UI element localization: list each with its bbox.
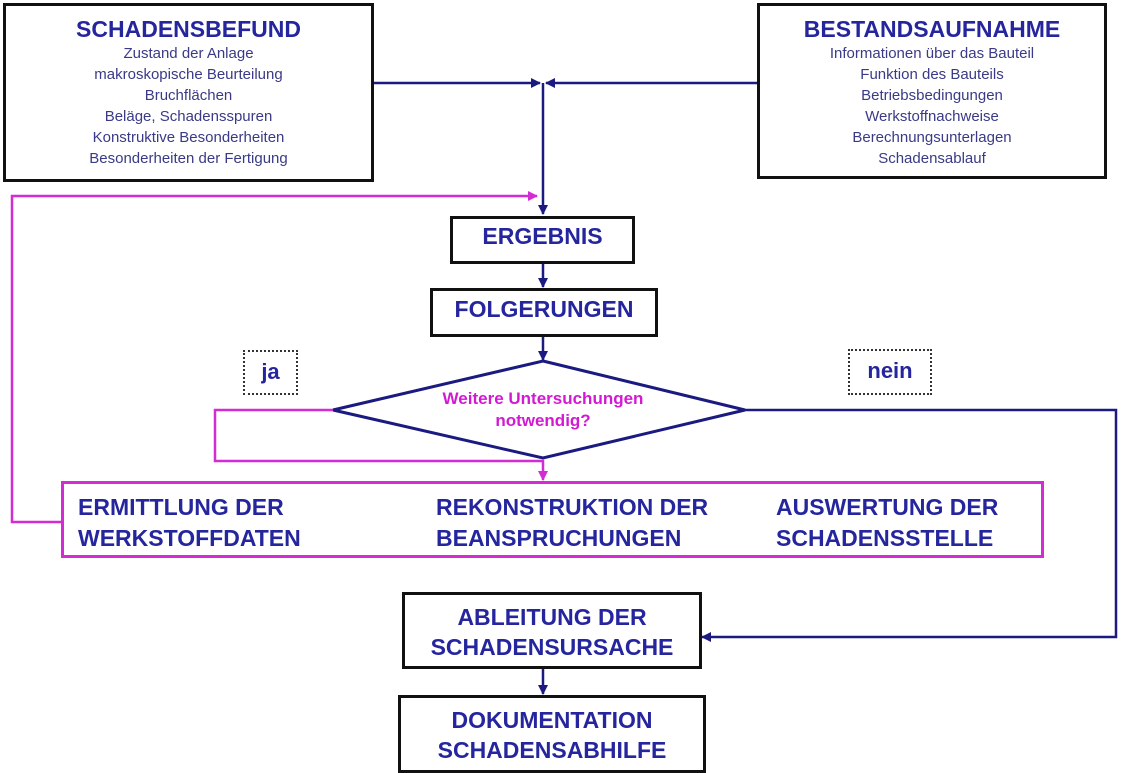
schadensbefund-item: Bruchflächen <box>144 87 233 104</box>
investigation-schadensstelle: AUSWERTUNG DER SCHADENSSTELLE <box>776 492 998 554</box>
decision-line-1: Weitere Untersuchungen <box>442 389 644 408</box>
bestandsaufnahme-item: Schadensablauf <box>878 150 986 167</box>
dokumentation-line-2: SCHADENSABHILFE <box>437 737 667 763</box>
bestandsaufnahme-item: Funktion des Bauteils <box>860 66 1004 83</box>
bestandsaufnahme-box: BESTANDSAUFNAHME Informationen über das … <box>757 3 1107 179</box>
bestandsaufnahme-title: BESTANDSAUFNAHME <box>803 16 1061 42</box>
schadensbefund-title: SCHADENSBEFUND <box>76 16 301 42</box>
investigation-line: BEANSPRUCHUNGEN <box>436 525 682 551</box>
schadensbefund-item: makroskopische Beurteilung <box>94 66 283 83</box>
bestandsaufnahme-item: Werkstoffnachweise <box>865 108 999 125</box>
decision-diamond <box>332 359 746 460</box>
ableitung-line-1: ABLEITUNG DER <box>457 604 647 630</box>
ergebnis-label: ERGEBNIS <box>482 223 603 249</box>
decision-text: Weitere Untersuchungen notwendig? <box>393 388 693 432</box>
bestandsaufnahme-item: Betriebsbedingungen <box>861 87 1003 104</box>
ableitung-box: ABLEITUNG DER SCHADENSURSACHE <box>402 592 702 669</box>
schadensbefund-box: SCHADENSBEFUND Zustand der Anlage makros… <box>3 3 374 182</box>
ableitung-line-2: SCHADENSURSACHE <box>430 634 674 660</box>
no-label: nein <box>848 349 932 395</box>
ergebnis-box: ERGEBNIS <box>450 216 635 264</box>
decision-line-2: notwendig? <box>495 411 591 430</box>
investigation-beanspruchungen: REKONSTRUKTION DER BEANSPRUCHUNGEN <box>436 492 708 554</box>
investigation-line: ERMITTLUNG DER <box>78 494 284 520</box>
schadensbefund-item: Konstruktive Besonderheiten <box>92 129 285 146</box>
arrow-yes-to-investigations <box>213 408 548 481</box>
investigation-line: SCHADENSSTELLE <box>776 525 994 551</box>
investigation-line: WERKSTOFFDATEN <box>78 525 301 551</box>
schadensbefund-item: Beläge, Schadensspuren <box>104 108 273 125</box>
bestandsaufnahme-item: Informationen über das Bauteil <box>829 45 1035 62</box>
investigation-werkstoffdaten: ERMITTLUNG DER WERKSTOFFDATEN <box>78 492 301 554</box>
investigations-box: ERMITTLUNG DER WERKSTOFFDATEN REKONSTRUK… <box>61 481 1044 558</box>
investigation-line: AUSWERTUNG DER <box>776 494 999 520</box>
dokumentation-line-1: DOKUMENTATION <box>451 707 653 733</box>
investigation-line: REKONSTRUKTION DER <box>436 494 709 520</box>
dokumentation-box: DOKUMENTATION SCHADENSABHILFE <box>398 695 706 773</box>
schadensbefund-item: Zustand der Anlage <box>123 45 254 62</box>
bestandsaufnahme-item: Berechnungsunterlagen <box>852 129 1012 146</box>
folgerungen-box: FOLGERUNGEN <box>430 288 658 337</box>
yes-label: ja <box>243 350 298 395</box>
folgerungen-label: FOLGERUNGEN <box>454 296 634 322</box>
arrow-loop-back-to-ergebnis <box>10 191 538 524</box>
schadensbefund-item: Besonderheiten der Fertigung <box>89 150 288 167</box>
arrow-no-to-ableitung <box>701 408 1118 642</box>
